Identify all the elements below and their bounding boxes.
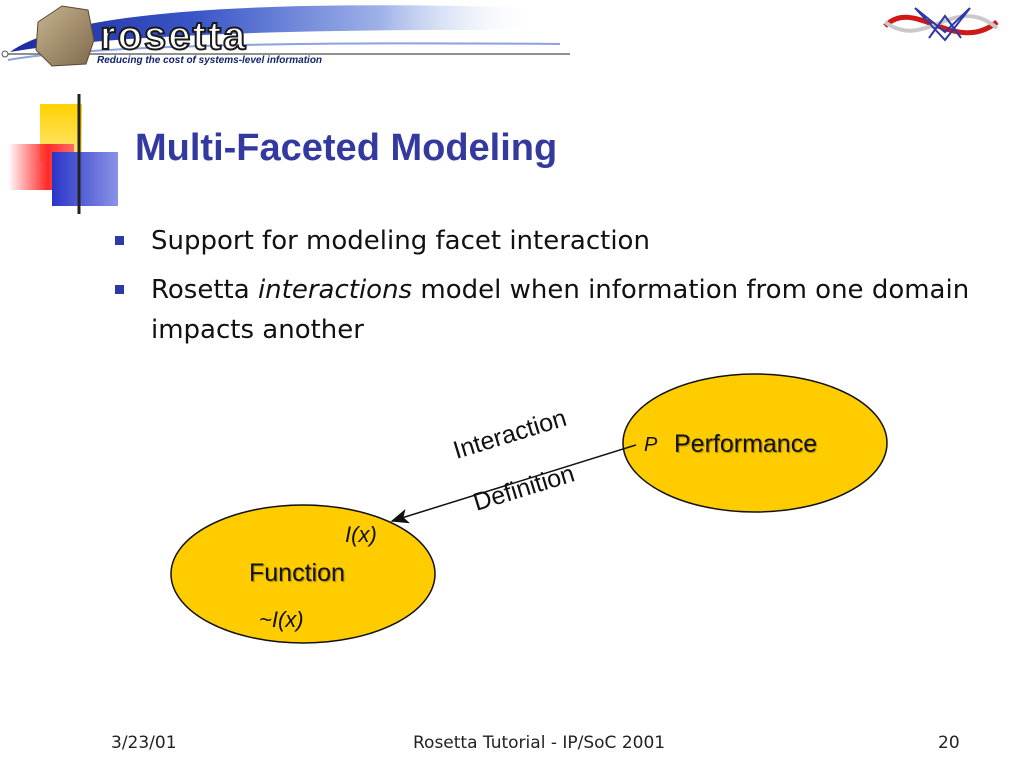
footer-date: 3/23/01: [111, 733, 177, 753]
logo-wordmark: rosetta: [99, 13, 248, 59]
function-ellipse: [170, 504, 436, 644]
slide-title: Multi-Faceted Modeling: [135, 127, 558, 169]
function-interaction-label: I(x): [345, 522, 377, 547]
interaction-diagram: [170, 373, 888, 644]
function-label: Function: [249, 559, 345, 587]
bullet-text-part: Rosetta: [151, 275, 258, 305]
performance-ellipse: [622, 373, 888, 513]
title-decoration: [8, 94, 1024, 214]
performance-variable: P: [644, 434, 658, 456]
stone-logo-icon: [35, 5, 95, 67]
footer-title: Rosetta Tutorial - IP/SoC 2001: [413, 733, 666, 753]
header-tagline: Reducing the cost of systems-level infor…: [97, 55, 323, 66]
bullet-text-part: model when information from one domain i…: [151, 275, 970, 345]
rosetta-emblem-icon: [883, 7, 999, 42]
bullet-emphasis: interactions: [257, 275, 413, 305]
interaction-arrow: [390, 444, 637, 524]
bullet-square-icon: [115, 236, 124, 245]
bullet-text: Rosetta interactions model when informat…: [151, 270, 991, 350]
header-banner: [1, 5, 999, 67]
bullet-text: Support for modeling facet interaction: [151, 226, 650, 256]
function-negation-label: ~I(x): [259, 607, 304, 632]
performance-label: Performance: [674, 430, 818, 458]
footer-page-number: 20: [938, 733, 960, 753]
bullet-square-icon: [115, 285, 124, 294]
